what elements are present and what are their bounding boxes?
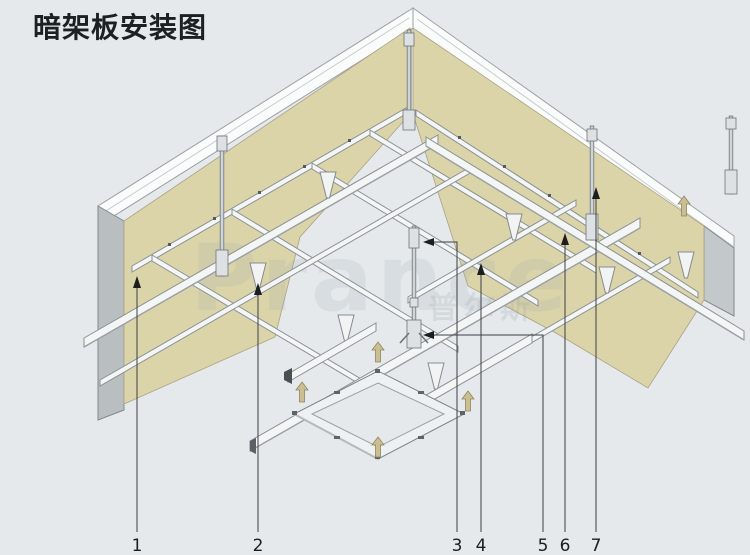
hanger-rod-right xyxy=(585,125,599,241)
wedge-clip xyxy=(505,213,523,241)
wedge-clip xyxy=(677,251,695,279)
install-direction-arrow xyxy=(461,390,475,412)
callout-5: 5 xyxy=(423,331,548,555)
callout-number-3: 3 xyxy=(452,536,463,555)
wedge-clip xyxy=(319,171,337,199)
loose-runner xyxy=(284,322,377,384)
callout-number-5: 5 xyxy=(538,536,549,555)
hanger-rod-central xyxy=(399,225,429,349)
install-direction-arrow xyxy=(295,381,309,403)
main-carrier xyxy=(425,136,745,341)
install-direction-arrow xyxy=(371,341,385,363)
install-direction-arrows xyxy=(295,195,691,458)
furring-channel xyxy=(407,199,577,304)
callouts: 1 2 3 4 5 6 7 xyxy=(132,187,602,555)
callout-number-2: 2 xyxy=(253,536,264,555)
install-direction-arrow xyxy=(371,436,385,458)
left-wall-end xyxy=(97,205,125,421)
callout-number-6: 6 xyxy=(560,536,571,555)
callout-4: 4 xyxy=(476,263,487,555)
callout-1: 1 xyxy=(132,276,143,555)
hangers xyxy=(215,29,738,349)
room-corner-walls xyxy=(97,7,735,421)
wedge-clip xyxy=(598,266,616,294)
install-direction-arrow xyxy=(677,195,691,217)
callout-7: 7 xyxy=(591,187,602,555)
cross-tee xyxy=(231,208,459,353)
wedge-clips xyxy=(249,171,695,342)
edge-trim-right-wall xyxy=(415,109,699,299)
callout-number-4: 4 xyxy=(476,536,487,555)
callout-number-1: 1 xyxy=(132,536,143,555)
hanger-rod-corner xyxy=(402,29,416,131)
hanger-rod-far-right xyxy=(724,115,738,195)
page-title: 暗架板安装图 xyxy=(33,11,208,44)
callout-3: 3 xyxy=(423,238,462,555)
loose-parts xyxy=(284,195,691,460)
callout-2: 2 xyxy=(253,283,264,555)
callout-6: 6 xyxy=(560,233,571,555)
hanger-rod-left xyxy=(215,135,229,277)
callout-number-7: 7 xyxy=(591,536,602,555)
